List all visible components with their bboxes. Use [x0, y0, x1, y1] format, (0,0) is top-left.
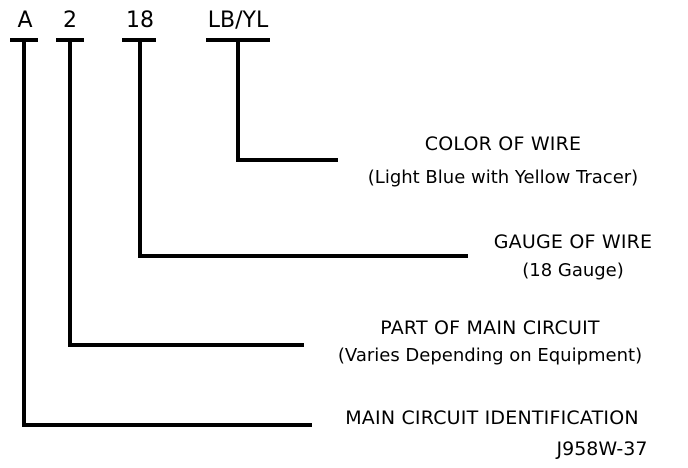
label-circuit-title: MAIN CIRCUIT IDENTIFICATION: [345, 407, 639, 429]
leader-part: [68, 38, 304, 347]
label-color-sub: (Light Blue with Yellow Tracer): [368, 167, 638, 188]
leader-gauge: [138, 38, 468, 258]
label-part-sub: (Varies Depending on Equipment): [338, 345, 642, 366]
leader-color: [236, 38, 338, 162]
leader-circuit: [22, 38, 312, 427]
code-circuit: A: [17, 8, 32, 33]
code-part: 2: [63, 8, 77, 33]
label-gauge-sub: (18 Gauge): [522, 260, 624, 281]
code-color: LB/YL: [208, 8, 269, 33]
label-gauge-title: GAUGE OF WIRE: [494, 231, 653, 253]
label-color-title: COLOR OF WIRE: [425, 133, 581, 155]
code-gauge: 18: [126, 8, 154, 33]
reference-number: J958W-37: [556, 438, 648, 460]
label-part-title: PART OF MAIN CIRCUIT: [380, 317, 600, 339]
